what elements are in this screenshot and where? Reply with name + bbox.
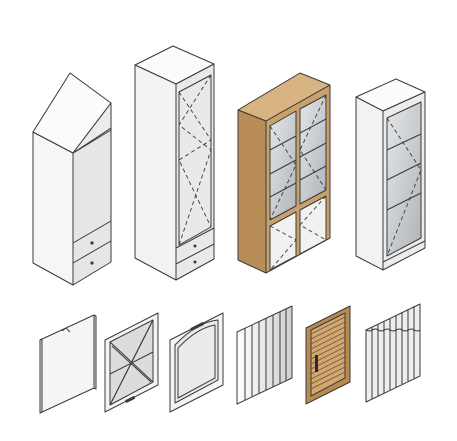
vertical-slat-door-icon[interactable] (236, 305, 293, 405)
plain-door-icon[interactable] (39, 314, 97, 414)
wood-bookcase-icon[interactable] (237, 72, 331, 274)
cross-frame-door-icon[interactable] (104, 312, 159, 413)
sloped-top-cabinet-icon[interactable] (32, 72, 112, 286)
tall-cabinet-icon[interactable] (134, 45, 215, 281)
arched-frame-door-icon[interactable] (169, 312, 224, 413)
louvered-wood-door-icon[interactable] (305, 305, 351, 405)
folding-slat-door-icon[interactable] (365, 303, 421, 403)
glass-display-cabinet-icon[interactable] (355, 78, 426, 271)
